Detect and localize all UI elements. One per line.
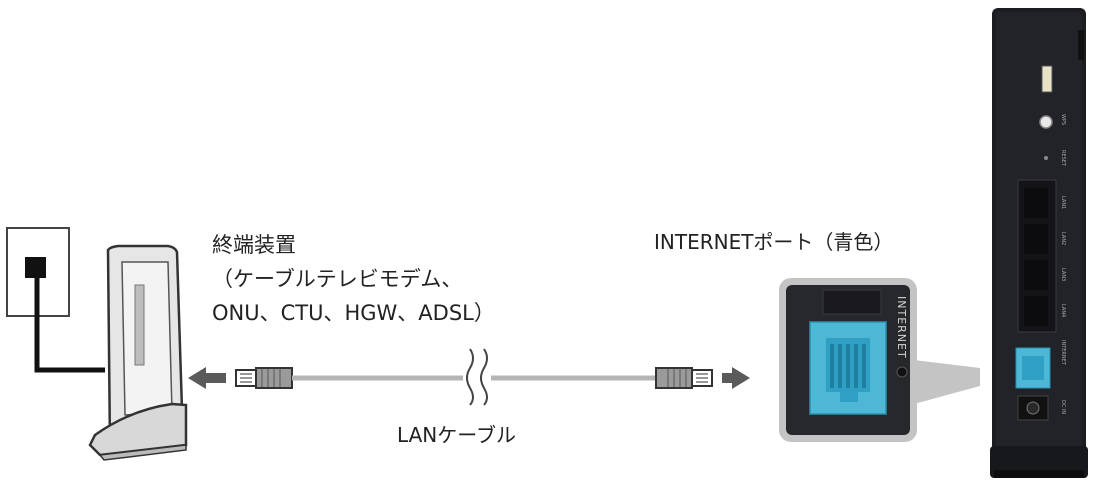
router-label-lan2: LAN2 [1060, 232, 1066, 245]
cable-break-mark-2 [480, 348, 488, 406]
lan-connector-left [235, 367, 293, 389]
router-label-wps: WPS [1060, 114, 1066, 125]
outlet-jack [25, 257, 46, 278]
router-illustration [990, 8, 1088, 478]
outlet-wire [34, 278, 105, 373]
callout-internet-text: INTERNET [895, 296, 908, 359]
terminal-device-illustration [88, 244, 188, 461]
internet-port-callout [779, 278, 917, 442]
terminal-device-examples-line2: ONU、CTU、HGW、ADSL） [212, 301, 495, 325]
terminal-device-title: 終端装置 [212, 233, 296, 257]
router-label-lan4: LAN4 [1060, 304, 1066, 317]
router-label-reset: RESET [1060, 150, 1066, 167]
router-label-lan3: LAN3 [1060, 268, 1066, 281]
router-label-lan1: LAN1 [1060, 196, 1066, 209]
internet-port-label: INTERNETポート（青色） [654, 230, 894, 254]
lan-connector-right [655, 367, 713, 389]
terminal-device-label: 終端装置 （ケーブルテレビモデム、 ONU、CTU、HGW、ADSL） [212, 228, 495, 330]
router-label-internet: INTERNET [1060, 340, 1066, 366]
router-label-dcin: DC IN [1060, 400, 1066, 414]
arrow-to-router [722, 367, 750, 389]
lan-cable-label: LANケーブル [397, 423, 517, 447]
arrow-to-terminal [188, 367, 226, 389]
callout-pointer [914, 360, 980, 404]
terminal-device-examples-line1: （ケーブルテレビモデム、 [212, 267, 463, 291]
cable-break-mark-1 [466, 348, 474, 406]
